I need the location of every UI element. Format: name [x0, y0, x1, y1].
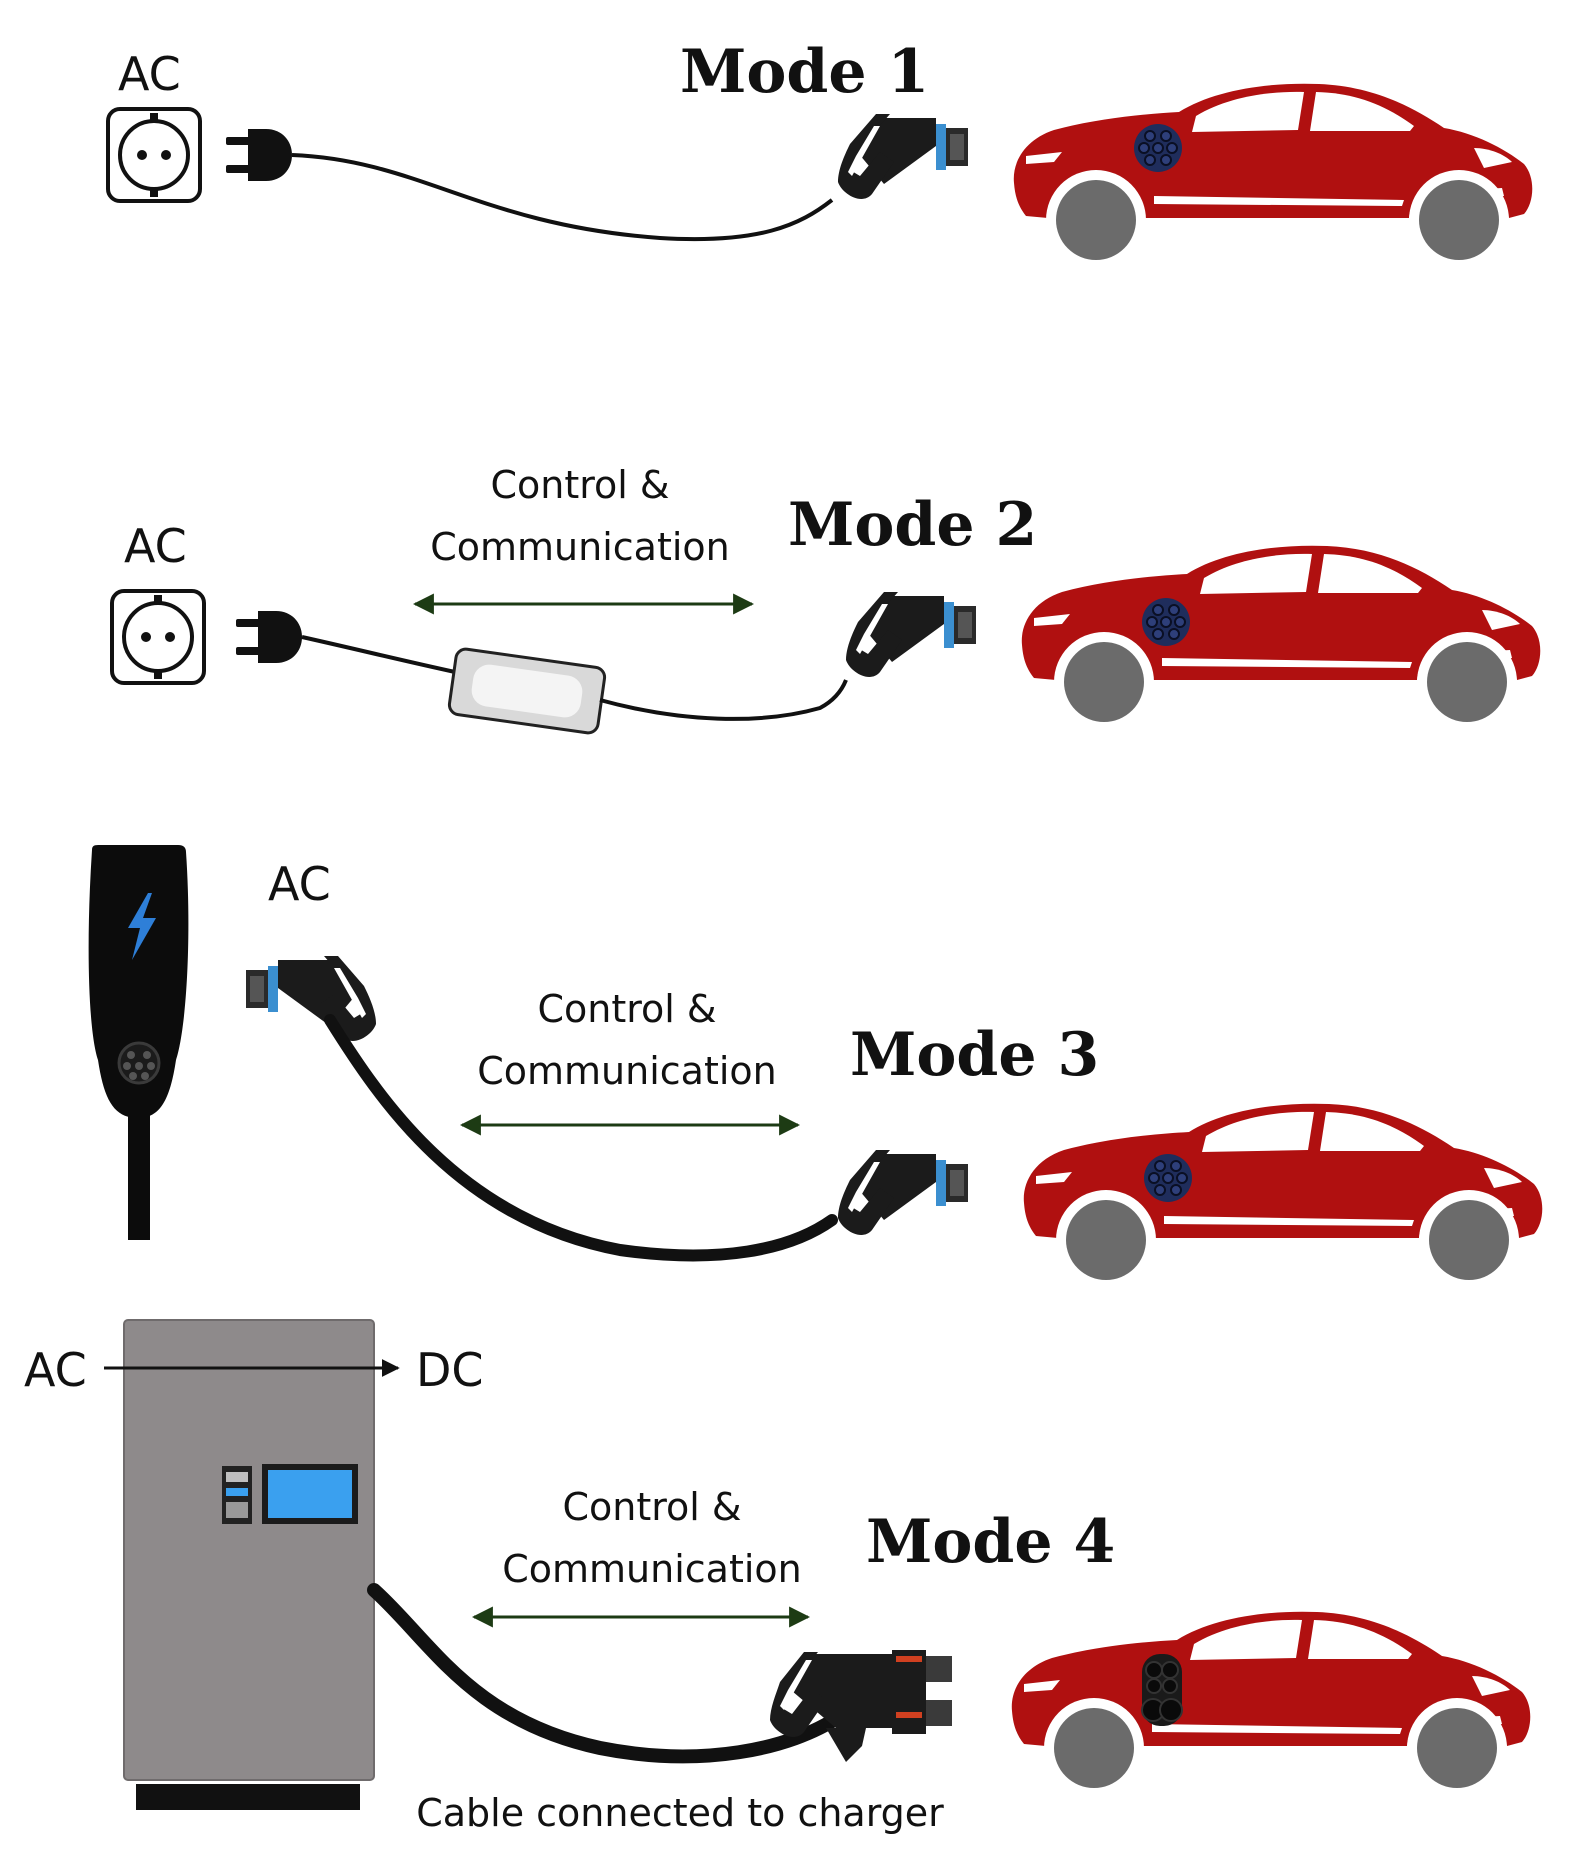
mode-1-row: Mode 1 AC	[106, 37, 1533, 270]
mode-4-title: Mode 4	[866, 1507, 1115, 1577]
mode-4-row: AC DC Mode 4 Control & Communication Cab…	[24, 1319, 1531, 1835]
mode-1-ac-label: AC	[118, 47, 181, 101]
car-ac-inlet-icon	[1133, 123, 1183, 173]
charging-connector-icon	[846, 592, 976, 677]
mode-4-dc-label: DC	[416, 1343, 484, 1397]
mode-3-ac-label: AC	[268, 857, 331, 911]
car-dc-inlet-icon	[1141, 1653, 1183, 1727]
electric-car-icon	[1011, 1611, 1531, 1798]
electric-car-icon	[1023, 1103, 1543, 1290]
mode-2-control-label-line1: Control &	[490, 463, 669, 507]
mode-2-row: Mode 2 AC Control & Communication	[110, 463, 1541, 735]
charging-connector-icon	[838, 1150, 968, 1235]
wall-socket-icon	[110, 589, 206, 685]
dc-charger-cabinet-icon	[123, 1319, 375, 1810]
wall-socket-icon	[106, 107, 202, 203]
charging-cable	[301, 635, 456, 674]
plug-icon	[236, 611, 302, 663]
in-cable-control-box-icon	[447, 647, 607, 735]
mode-2-title: Mode 2	[788, 490, 1037, 560]
electric-car-icon	[1013, 83, 1533, 270]
mode-4-control-label-line2: Communication	[502, 1547, 802, 1591]
plug-icon	[226, 129, 292, 181]
charging-cable	[599, 679, 848, 721]
charging-cable	[367, 1583, 847, 1764]
mode-2-ac-label: AC	[124, 519, 187, 573]
mode-3-control-label-line1: Control &	[537, 987, 716, 1031]
charging-connector-icon	[246, 956, 376, 1041]
mode-4-ac-label: AC	[24, 1343, 87, 1397]
mode-4-caption: Cable connected to charger	[416, 1791, 944, 1835]
mode-3-row: AC Mode 3 Control & Communication	[88, 845, 1543, 1290]
mode-1-title: Mode 1	[680, 37, 929, 107]
wallbox-icon	[88, 845, 189, 1240]
mode-3-control-label-line2: Communication	[477, 1049, 777, 1093]
car-ac-inlet-icon	[1141, 597, 1191, 647]
charging-cable	[291, 153, 834, 242]
charging-connector-icon	[838, 114, 968, 199]
mode-2-control-label-line2: Communication	[430, 525, 730, 569]
car-ac-inlet-icon	[1143, 1153, 1193, 1203]
mode-3-title: Mode 3	[850, 1020, 1099, 1090]
electric-car-icon	[1021, 545, 1541, 732]
mode-4-control-label-line1: Control &	[562, 1485, 741, 1529]
ccs-connector-icon	[770, 1650, 952, 1762]
charging-cable	[324, 1014, 838, 1262]
